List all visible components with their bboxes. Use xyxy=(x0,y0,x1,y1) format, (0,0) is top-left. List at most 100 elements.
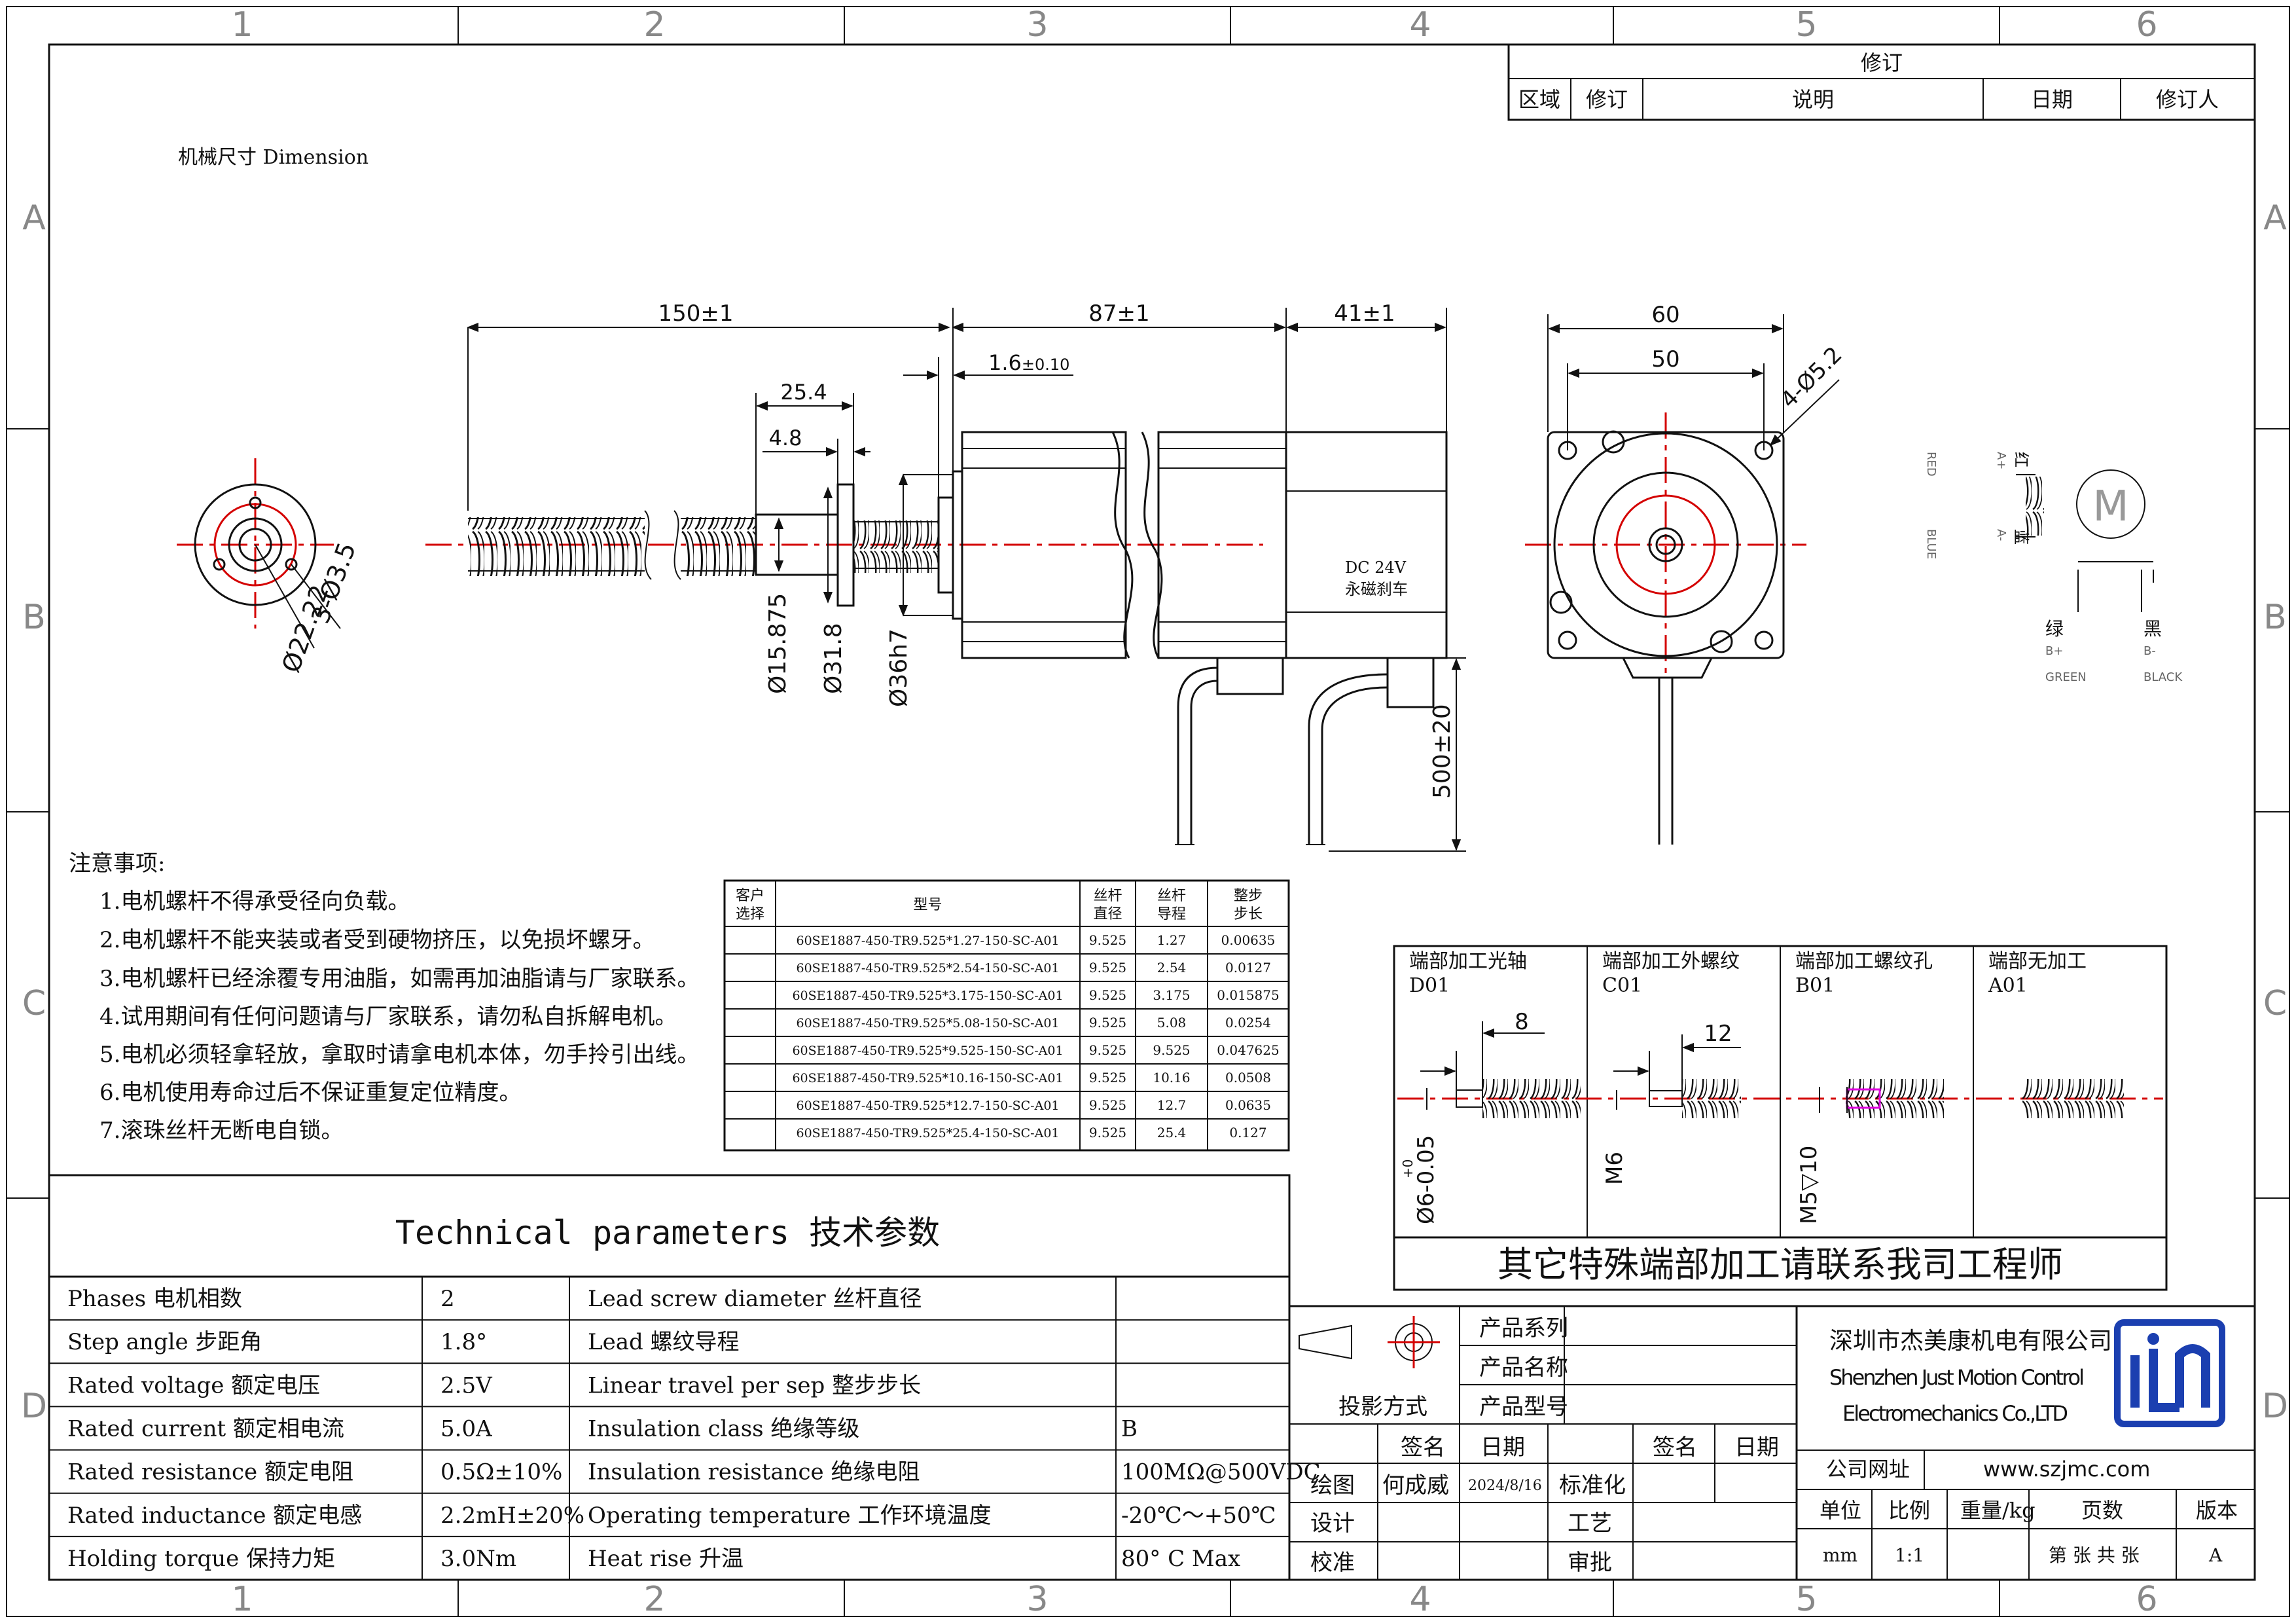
model-table-cell: 0.0635 xyxy=(1225,1097,1271,1113)
tech-param-cell: 2 xyxy=(440,1286,455,1312)
model-table-header: 丝杆直径 xyxy=(1093,888,1122,922)
tb-design: 设计 xyxy=(1310,1510,1355,1537)
zone-col-2: 2 xyxy=(643,5,665,45)
model-table-cell: 9.525 xyxy=(1089,1015,1126,1030)
tb-company-en1: Shenzhen Just Motion Control xyxy=(1829,1365,2085,1390)
zone-row-a-right: A xyxy=(2263,198,2287,238)
zone-col-6: 6 xyxy=(2136,5,2157,45)
model-table-cell: 60SE1887-450-TR9.525*2.54-150-SC-A01 xyxy=(797,961,1060,976)
tech-param-cell: Lead screw diameter 丝杆直径 xyxy=(588,1286,922,1312)
model-table-cell: 0.0127 xyxy=(1225,960,1271,976)
model-table-cell: 60SE1887-450-TR9.525*12.7-150-SC-A01 xyxy=(797,1099,1060,1113)
zone-col-6-bottom: 6 xyxy=(2136,1580,2157,1619)
model-table-cell: 60SE1887-450-TR9.525*3.175-150-SC-A01 xyxy=(792,989,1063,1003)
tech-param-cell: Insulation resistance 绝缘电阻 xyxy=(588,1459,920,1486)
zone-col-3-bottom: 3 xyxy=(1026,1580,1048,1619)
tb-unit: 单位 xyxy=(1820,1498,1861,1523)
tb-approve: 审批 xyxy=(1568,1550,1612,1576)
end-b01-note: M5▽10 xyxy=(1796,1146,1822,1224)
tb-standard: 标准化 xyxy=(1559,1472,1626,1499)
company-logo xyxy=(2114,1319,2225,1427)
dim-hole-pitch: 50 xyxy=(1651,346,1679,373)
wire-blue-cn: 蓝 xyxy=(2012,529,2030,545)
revision-table: 修订 区域 修订 说明 日期 修订人 xyxy=(1507,43,2256,121)
tb-version: 版本 xyxy=(2196,1498,2238,1523)
tech-param-cell: Insulation class 绝缘等级 xyxy=(588,1416,859,1442)
dim-nut-dia: Ø31.8 xyxy=(820,623,847,695)
dim-nut-length: 25.4 xyxy=(780,380,827,405)
end-machining-panel: 端部加工光轴 D01 端部加工外螺纹 C01 端部加工螺纹孔 B01 端部无加工… xyxy=(1393,945,2168,1291)
tech-param-cell: 80° C Max xyxy=(1121,1546,1240,1572)
tech-param-cell: Rated voltage 额定电压 xyxy=(67,1372,320,1398)
model-table-header: 客户选择 xyxy=(736,888,764,922)
notes: 注意事项: 1.电机螺杆不得承受径向负载。 2.电机螺杆不能夹装或者受到硬物挤压… xyxy=(69,850,699,1144)
tb-website[interactable]: www.szjmc.com xyxy=(1983,1457,2150,1482)
model-table-cell: 12.7 xyxy=(1157,1097,1187,1113)
tech-param-cell: Rated current 额定相电流 xyxy=(67,1416,344,1442)
end-d01-dim: 8 xyxy=(1515,1009,1529,1035)
end-c01-code: C01 xyxy=(1602,974,1642,997)
note-item: 4.试用期间有任何问题请与厂家联系，请勿私自拆解电机。 xyxy=(99,1004,677,1030)
revision-header-desc: 说明 xyxy=(1792,87,1834,112)
revision-header-zone: 区域 xyxy=(1518,87,1560,112)
model-table-cell: 0.0254 xyxy=(1225,1015,1271,1030)
zone-col-3: 3 xyxy=(1026,5,1048,45)
tech-param-cell: 5.0A xyxy=(440,1416,492,1442)
note-item: 6.电机使用寿命过后不保证重复定位精度。 xyxy=(99,1080,521,1106)
wiring-motor-label: M xyxy=(2092,483,2128,531)
tb-sign2: 签名 xyxy=(1653,1434,1697,1461)
wire-blue-en: BLUE xyxy=(1924,529,1938,559)
end-c01-title: 端部加工外螺纹 xyxy=(1602,950,1740,973)
wire-green-en: GREEN xyxy=(2045,670,2087,684)
model-table-cell: 60SE1887-450-TR9.525*1.27-150-SC-A01 xyxy=(797,934,1060,948)
zone-col-1-bottom: 1 xyxy=(231,1580,253,1619)
end-d01-code: D01 xyxy=(1409,974,1450,997)
wire-black-en: BLACK xyxy=(2144,670,2183,684)
nut-pcd-dim: Ø22.22 xyxy=(276,581,334,676)
model-table-cell: 0.00635 xyxy=(1221,932,1276,948)
model-table-cell: 1.27 xyxy=(1157,932,1187,948)
dim-boss-height: 1.6±0.10 xyxy=(988,350,1069,375)
tech-param-cell: 0.5Ω±10% xyxy=(440,1459,562,1486)
model-table-cell: 0.127 xyxy=(1229,1125,1266,1140)
brake-voltage: DC 24V xyxy=(1345,558,1407,577)
zone-col-5: 5 xyxy=(1795,5,1817,45)
tb-weight: 重量/kg xyxy=(1960,1498,2036,1523)
dim-frame-size: 60 xyxy=(1651,302,1679,328)
model-table-cell: 0.015875 xyxy=(1217,987,1279,1003)
end-a01-title: 端部无加工 xyxy=(1988,950,2087,973)
model-table-header: 整步步长 xyxy=(1234,888,1263,922)
zone-row-c: C xyxy=(22,984,46,1023)
wire-blue-pin: A- xyxy=(1994,529,2008,541)
zone-col-4-bottom: 4 xyxy=(1409,1580,1431,1619)
zone-row-b: B xyxy=(22,598,46,637)
model-table-cell: 3.175 xyxy=(1153,987,1190,1003)
tb-scale: 比例 xyxy=(1888,1498,1930,1523)
tb-draw-date: 2024/8/16 xyxy=(1468,1478,1542,1494)
dim-brake-length: 41±1 xyxy=(1334,301,1395,327)
tb-company-en2: Electromechanics Co.,LTD xyxy=(1842,1401,2068,1426)
tech-param-cell: Phases 电机相数 xyxy=(67,1286,242,1312)
dim-boss-height-tol: ±0.10 xyxy=(1022,356,1070,374)
front-view: 60 50 4-Ø5.2 xyxy=(1525,302,1847,845)
end-d01-note: Ø6-0.05 xyxy=(1413,1135,1439,1224)
notes-title: 注意事项: xyxy=(69,850,165,877)
zone-col-5-bottom: 5 xyxy=(1795,1580,1817,1619)
end-b01-code: B01 xyxy=(1795,974,1835,997)
tech-param-cell: 100MΩ@500VDC xyxy=(1121,1459,1321,1486)
wire-green-pin: B+ xyxy=(2045,644,2063,658)
revision-header-rev: 修订 xyxy=(1586,87,1628,112)
zone-row-a: A xyxy=(22,198,46,238)
zone-row-d-right: D xyxy=(2262,1387,2288,1426)
tb-craft: 工艺 xyxy=(1568,1510,1612,1537)
model-table-cell: 9.525 xyxy=(1153,1042,1190,1058)
model-table-cell: 60SE1887-450-TR9.525*10.16-150-SC-A01 xyxy=(792,1071,1063,1085)
tech-param-cell: Heat rise 升温 xyxy=(588,1546,744,1572)
tb-date2: 日期 xyxy=(1734,1434,1779,1461)
model-table-cell: 9.525 xyxy=(1089,987,1126,1003)
tech-param-cell: 3.0Nm xyxy=(440,1546,516,1572)
model-table-cell: 60SE1887-450-TR9.525*25.4-150-SC-A01 xyxy=(797,1126,1060,1140)
tb-drawer: 何成威 xyxy=(1382,1472,1449,1499)
